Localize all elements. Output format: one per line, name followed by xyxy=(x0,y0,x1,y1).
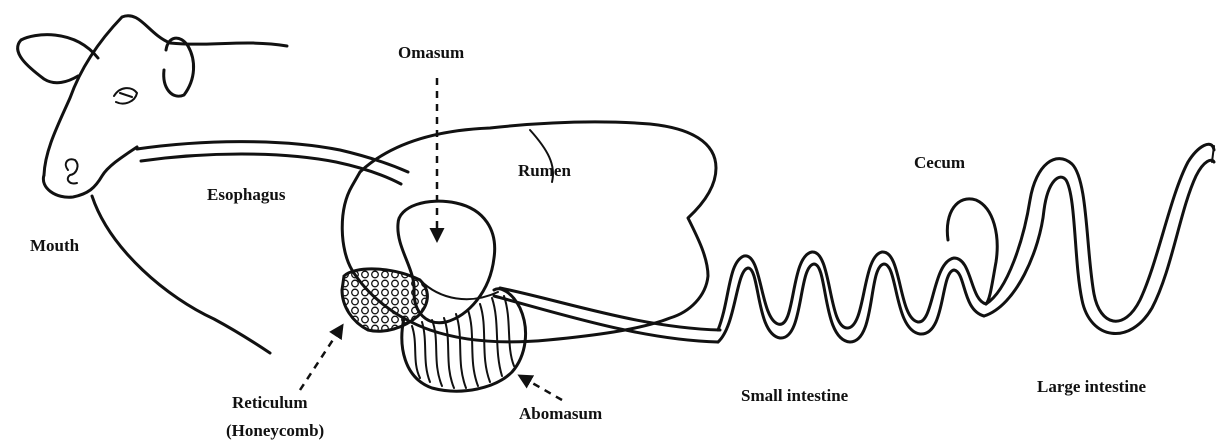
reticulum-arrow xyxy=(300,326,342,390)
large-intestine xyxy=(986,144,1214,321)
label-rumen: Rumen xyxy=(518,161,571,180)
label-cecum: Cecum xyxy=(914,153,965,172)
label-abomasum: Abomasum xyxy=(519,404,602,423)
reticulum-honeycomb xyxy=(342,269,427,331)
label-esophagus: Esophagus xyxy=(207,185,286,204)
label-reticulum: Reticulum xyxy=(232,393,308,412)
label-omasum: Omasum xyxy=(398,43,464,62)
label-large-intestine: Large intestine xyxy=(1037,377,1147,396)
label-small-intestine: Small intestine xyxy=(741,386,849,405)
label-mouth: Mouth xyxy=(30,236,80,255)
abomasum-arrow xyxy=(520,376,562,400)
esophagus-tube xyxy=(137,142,408,184)
label-reticulum-note: (Honeycomb) xyxy=(226,421,324,440)
